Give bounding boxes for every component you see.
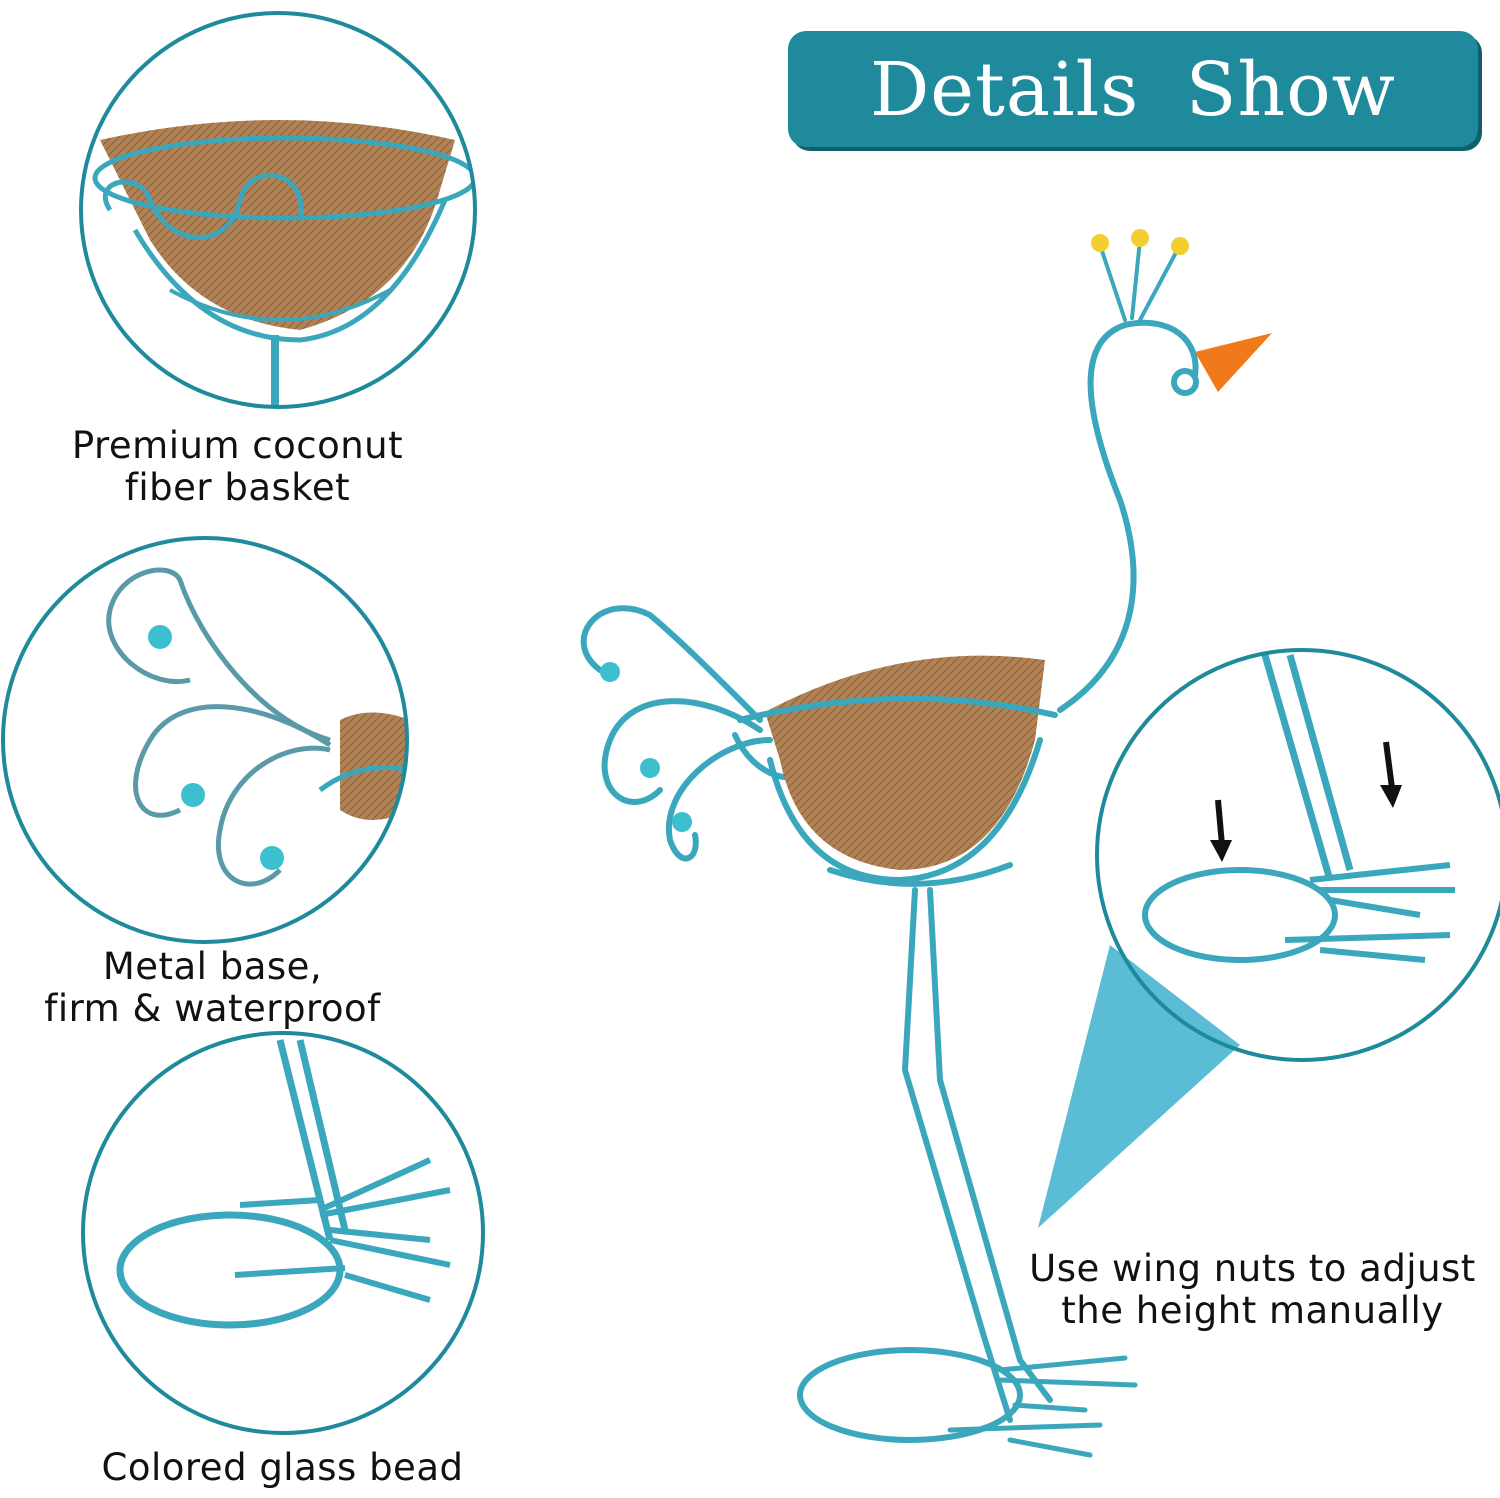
caption-bead-line1: Colored glass bead — [101, 1446, 464, 1489]
caption-basket: Premium coconut fiber basket — [40, 425, 435, 509]
caption-wing-nuts: Use wing nuts to adjust the height manua… — [1005, 1248, 1500, 1332]
beak — [1195, 333, 1272, 392]
detail-circle-basket — [79, 11, 477, 409]
banner-title: Details Show — [869, 47, 1397, 133]
callout-wedge — [1038, 945, 1240, 1228]
caption-basket-line2: fiber basket — [124, 466, 351, 509]
coconut-basket — [765, 655, 1045, 870]
crown-ball — [1171, 237, 1189, 255]
crown-ball — [1131, 229, 1149, 247]
caption-base: Metal base, firm & waterproof — [15, 946, 410, 1030]
title-banner: Details Show — [788, 31, 1478, 147]
glass-bead — [672, 812, 692, 832]
caption-base-line2: firm & waterproof — [44, 987, 381, 1030]
caption-wing-nuts-line2: the height manually — [1061, 1289, 1444, 1332]
crown-ball — [1091, 234, 1109, 252]
detail-circle-base — [81, 1031, 485, 1435]
caption-base-line1: Metal base, — [102, 945, 323, 988]
caption-wing-nuts-line1: Use wing nuts to adjust — [1029, 1247, 1476, 1290]
detail-circle-swirls — [1, 536, 409, 944]
glass-bead — [600, 662, 620, 682]
glass-bead — [640, 758, 660, 778]
caption-basket-line1: Premium coconut — [71, 424, 404, 467]
caption-bead: Colored glass bead — [70, 1447, 495, 1489]
detail-circle-wing-nuts — [1095, 648, 1500, 1062]
